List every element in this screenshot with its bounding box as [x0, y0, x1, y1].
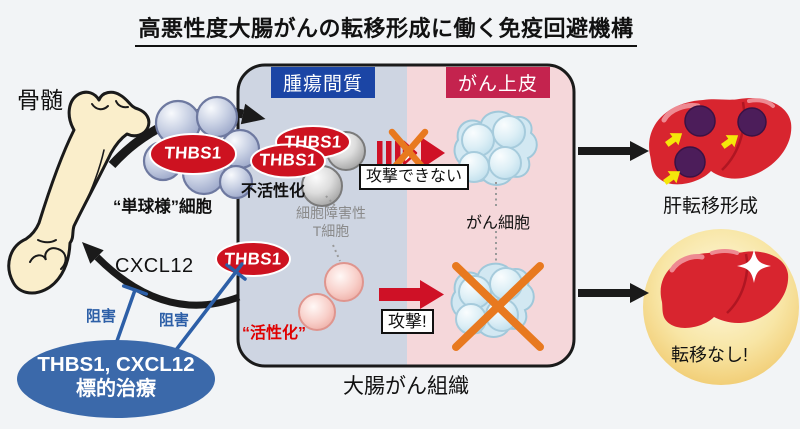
ctl-label: 細胞障害性 T細胞 [287, 204, 375, 240]
cytotoxic-t-cells-active [298, 262, 364, 331]
block-x-icon [388, 128, 429, 174]
blocked-attack-arrow [377, 128, 445, 174]
healthy-liver-outcome [643, 229, 799, 385]
stroma-header: 腫瘍間質 [271, 67, 376, 98]
thbs1-oval-edge [215, 241, 291, 277]
attack-callout: 攻撃! [381, 309, 434, 334]
therapy-ellipse-label: THBS1, CXCL12 標的治療 [15, 352, 217, 402]
thbs1-oval-stroma-2 [250, 143, 326, 179]
inhibit-label-right: 阻害 [159, 312, 190, 329]
inactivated-label: 不活性化 [241, 183, 306, 200]
outcome-arrow-bottom [578, 283, 649, 303]
metastatic-liver-outcome [649, 98, 792, 189]
therapy-ellipse [17, 340, 215, 418]
inhibit-label-left: 阻害 [86, 308, 117, 325]
killed-cancer-x-icon [452, 262, 544, 351]
thbs1-oval-monocyte [149, 133, 237, 175]
cxcl12-arrow [82, 242, 241, 309]
thbs1-badge-monocyte: THBS1 [163, 143, 223, 163]
metastasis-tumors [674, 105, 767, 178]
thbs1-badge-stroma-2: THBS1 [258, 150, 318, 170]
diagram-title: 高悪性度大腸がんの転移形成に働く免疫回避機構 [0, 11, 772, 47]
tissue-caption: 大腸がん組織 [343, 375, 469, 398]
cancer-cell-label: がん細胞 [466, 215, 531, 232]
activated-label: “活性化” [242, 325, 307, 342]
ctl-label-line1: 細胞障害性 [296, 205, 366, 221]
cannot-attack-callout: 攻撃できない [359, 164, 470, 190]
thbs1-badge-edge: THBS1 [223, 249, 283, 269]
ctl-label-line2: T細胞 [312, 223, 350, 239]
no-metastasis-label: 転移なし! [671, 345, 749, 365]
bone-marrow-label: 骨髄 [17, 87, 63, 113]
sparkle-icon [737, 249, 771, 283]
thbs1-badge-stroma-1: THBS1 [283, 132, 343, 152]
femur-bone-icon [7, 90, 151, 295]
inhibition-line-right [174, 262, 247, 352]
liver-metastasis-label: 肝転移形成 [663, 196, 759, 217]
attack-arrow [379, 280, 444, 309]
monocyte-cluster-label: “単球様”細胞 [113, 198, 212, 216]
inhibition-line-left [115, 284, 149, 343]
cxcl12-label: CXCL12 [115, 255, 194, 277]
therapy-label-line1: THBS1, CXCL12 [37, 353, 195, 376]
outcome-arrow-top [578, 141, 649, 161]
therapy-label-line2: 標的治療 [76, 378, 156, 400]
epithelium-header: がん上皮 [446, 67, 551, 98]
